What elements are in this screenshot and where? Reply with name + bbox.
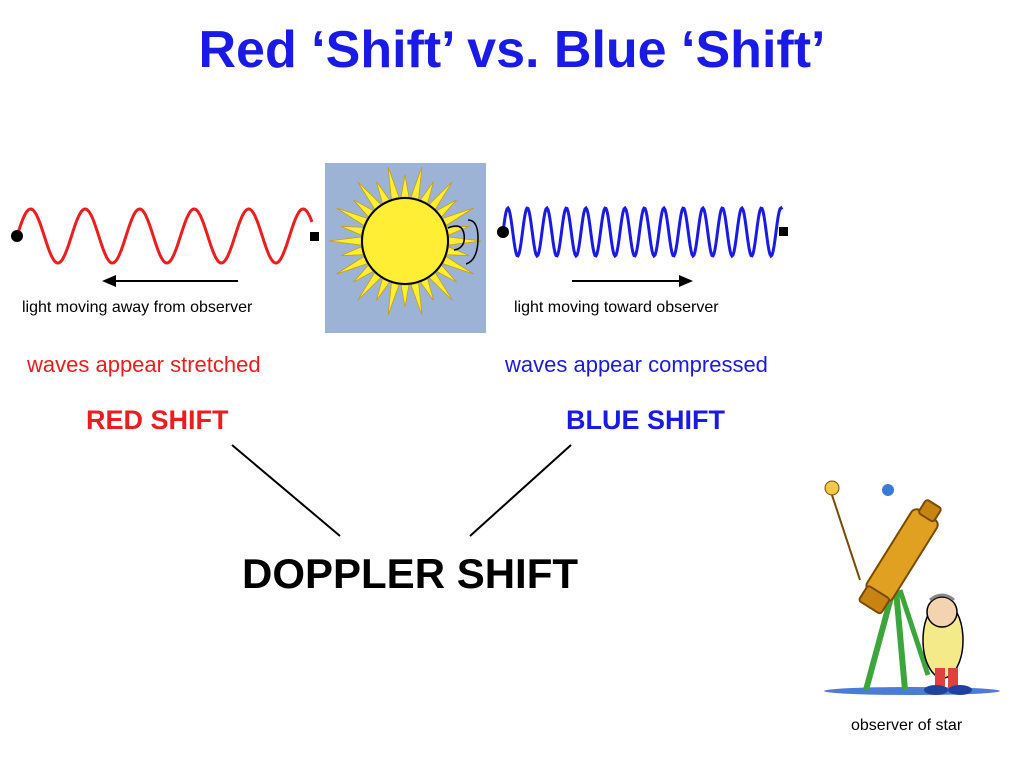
arrow-toward-icon xyxy=(572,275,693,287)
red-caption: light moving away from observer xyxy=(22,299,253,316)
wave-end-marker xyxy=(310,232,319,241)
blue-caption: light moving toward observer xyxy=(514,299,719,316)
observer-caption: observer of star xyxy=(851,717,963,734)
red-effect-text: waves appear stretched xyxy=(27,352,261,377)
blue-shift-label: BLUE SHIFT xyxy=(566,405,725,435)
wave-end-marker xyxy=(779,227,788,236)
red-shift-label: RED SHIFT xyxy=(86,405,229,435)
arrow-away-icon xyxy=(102,275,238,287)
blue-effect-text: waves appear compressed xyxy=(505,352,768,377)
sun-icon xyxy=(325,163,486,333)
wave-start-dot xyxy=(497,226,509,238)
blue-wave xyxy=(497,205,788,259)
red-wave xyxy=(11,207,319,265)
connector-red xyxy=(231,444,341,537)
page-title: Red ‘Shift’ vs. Blue ‘Shift’ xyxy=(198,21,826,79)
connector-blue xyxy=(469,444,572,537)
astronomer-telescope-icon xyxy=(824,480,1000,695)
wave-start-dot xyxy=(11,230,23,242)
doppler-shift-label: DOPPLER SHIFT xyxy=(242,550,579,597)
